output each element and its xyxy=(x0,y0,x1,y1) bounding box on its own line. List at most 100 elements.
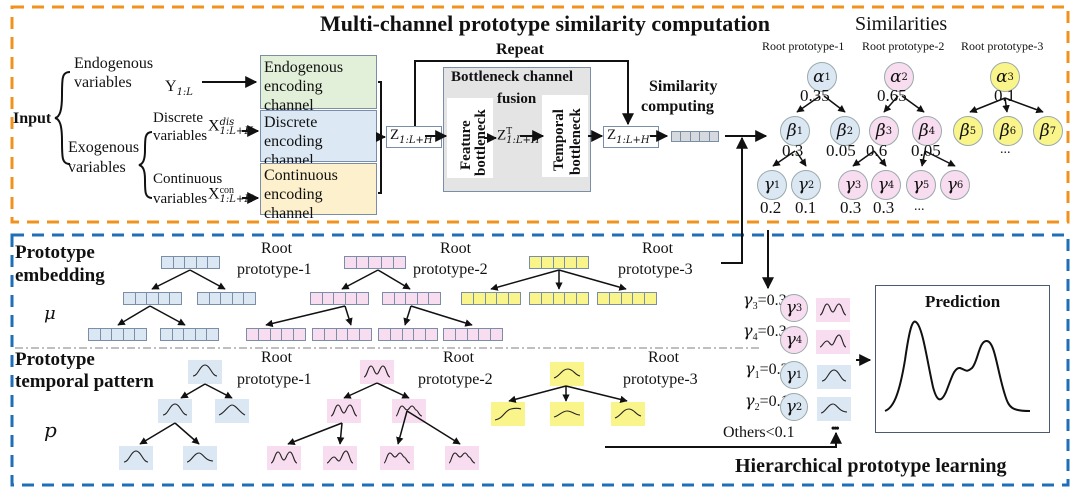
pattern-tile-background xyxy=(445,446,479,470)
temporal-pattern-tile xyxy=(323,446,357,470)
exogenous-label-2: variables xyxy=(68,159,126,176)
pat-root-name-3: prototype-3 xyxy=(623,371,698,388)
z-input-box: Z1:L+H xyxy=(386,126,442,148)
pattern-tile-background xyxy=(188,360,222,384)
emb-root-word-3: Root xyxy=(642,240,674,257)
channel-label: encoding channel xyxy=(264,186,323,223)
beta-ellipsis: ... xyxy=(1000,142,1011,157)
pattern-tile-background xyxy=(158,399,192,423)
temporal-pattern-tile xyxy=(550,362,584,386)
pattern-curve xyxy=(270,451,298,464)
endogenous-label-2: variables xyxy=(74,74,132,91)
pat-root-word-1: Root xyxy=(261,349,293,366)
top-section-frame xyxy=(10,5,1070,224)
temporal-pattern-tile xyxy=(445,446,479,470)
emb-root-name-2: prototype-2 xyxy=(413,261,488,278)
prediction-label: Prediction xyxy=(925,292,1001,311)
pattern-curve xyxy=(330,404,358,417)
gamma-ellipsis: ... xyxy=(914,199,925,214)
gamma-1-value: 0.2 xyxy=(760,198,782,217)
embedding-vector xyxy=(88,328,147,341)
embedding-vector xyxy=(529,292,589,305)
gamma-2-value: 0.1 xyxy=(795,198,817,217)
pattern-curve xyxy=(363,365,391,378)
pattern-curve xyxy=(186,452,214,463)
bottom-section-title: Hierarchical prototype learning xyxy=(735,455,1007,477)
embedding-vector xyxy=(597,292,657,305)
pattern-tile-background xyxy=(380,446,414,470)
embedding-vector-root-2 xyxy=(344,256,406,269)
beta-3-value: 0.6 xyxy=(866,141,888,160)
pattern-tile-background xyxy=(267,446,301,470)
pattern-curve xyxy=(494,407,522,421)
pattern-tile-background xyxy=(491,402,525,426)
continuous-encoding-channel: Continuous encoding channel xyxy=(260,163,377,222)
pattern-curve xyxy=(218,404,246,416)
embedding-vector xyxy=(461,292,521,305)
pattern-symbol: p xyxy=(44,418,57,442)
continuous-label-2: variables xyxy=(153,191,208,207)
pattern-tile-background xyxy=(550,402,584,426)
embedding-symbol: μ xyxy=(44,303,56,324)
root-prototype-1-label: Root prototype-1 xyxy=(762,39,845,53)
pattern-title-2: temporal pattern xyxy=(15,371,154,392)
exogenous-brace xyxy=(138,131,153,199)
temporal-pattern-tile xyxy=(183,446,217,470)
embedding-title: Prototype xyxy=(15,242,95,263)
others-ellipsis: ••• xyxy=(831,421,839,435)
pattern-tile-background xyxy=(215,399,249,423)
prediction-panel xyxy=(875,285,1050,433)
alpha-1-value: 0.35 xyxy=(800,86,830,105)
pattern-tile-background xyxy=(817,365,851,389)
pat-root-word-3: Root xyxy=(648,349,680,366)
pattern-curve xyxy=(553,368,581,379)
emb-root-word-1: Root xyxy=(261,240,293,257)
repeat-loop xyxy=(414,60,634,126)
pattern-tile-background xyxy=(816,330,850,354)
similarities-title: Similarities xyxy=(855,13,948,35)
input-label: Input xyxy=(13,110,52,127)
similarity-computing-label: Similarity xyxy=(649,78,718,95)
similarity-vector xyxy=(671,131,719,142)
pattern-title: Prototype xyxy=(15,349,95,370)
weight-gamma-3: γ3=0.3 xyxy=(743,290,787,313)
temporal-pattern-tile xyxy=(816,298,850,322)
pat-root-name-1: prototype-1 xyxy=(237,371,312,388)
temporal-pattern-tile xyxy=(188,360,222,384)
pattern-curve xyxy=(821,369,847,382)
temporal-pattern-tile xyxy=(327,399,361,423)
emb-root-name-1: prototype-1 xyxy=(237,261,312,278)
pat-root-name-2: prototype-2 xyxy=(418,371,493,388)
pattern-tile-background xyxy=(323,446,357,470)
alpha-2-value: 0.65 xyxy=(877,86,907,105)
embedding-title-2: embedding xyxy=(15,265,105,286)
embedding-vector xyxy=(382,292,441,305)
bottleneck-title: Bottleneck channel xyxy=(451,69,574,85)
channel-bracket xyxy=(378,81,382,194)
pat-root-word-2: Root xyxy=(443,349,475,366)
channel-label: Continuous xyxy=(264,167,338,184)
embedding-vector xyxy=(197,292,256,305)
pattern-curve xyxy=(819,334,847,348)
embedding-vector xyxy=(378,328,438,341)
embedding-vector-root-3 xyxy=(529,256,589,269)
pattern-tile-background xyxy=(550,362,584,386)
embedding-vector xyxy=(310,292,369,305)
embedding-vector xyxy=(246,328,306,341)
gamma-3-value: 0.3 xyxy=(840,198,862,217)
